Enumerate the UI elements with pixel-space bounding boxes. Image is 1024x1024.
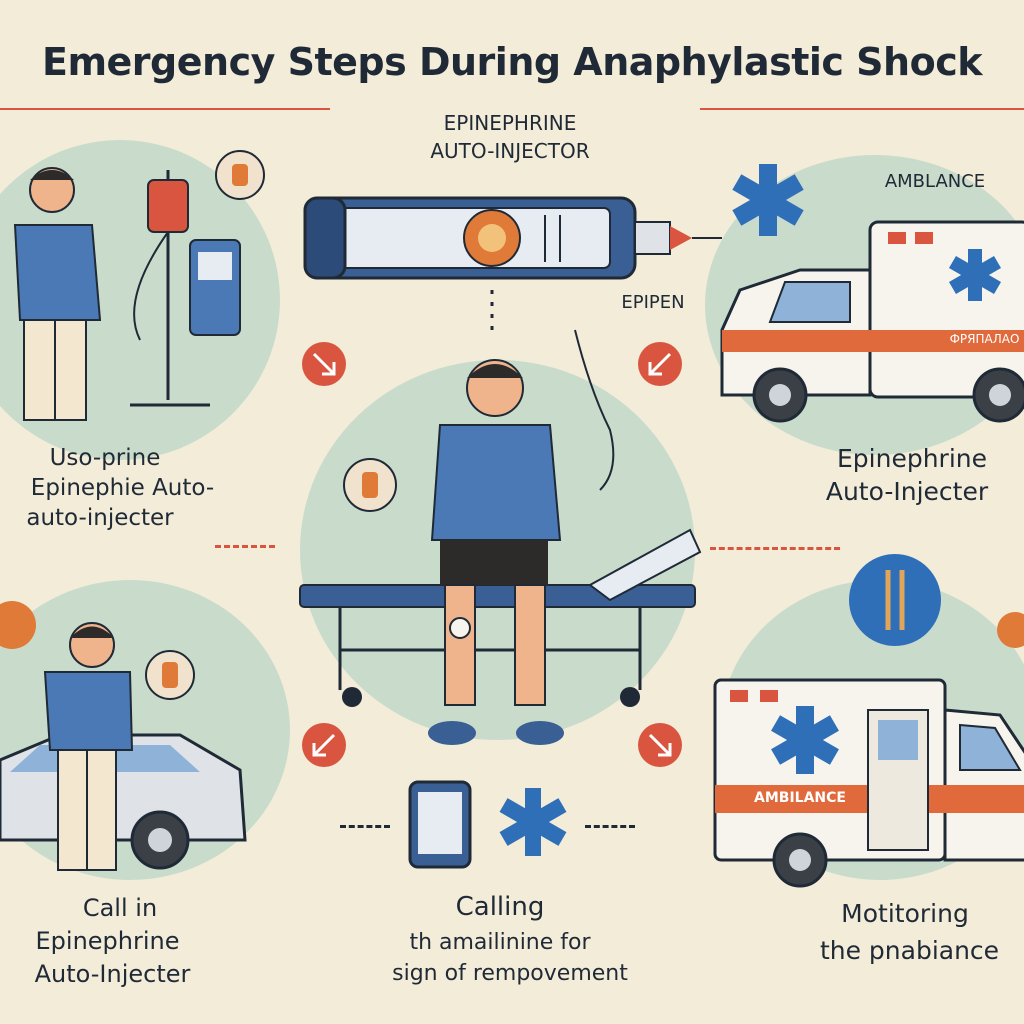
arrow-icon [638,723,682,767]
step-bottom-right-line1: Motitoring [841,899,969,928]
ambulance-top-label: AMBLANCE [884,171,986,192]
star-of-life-icon [499,788,567,856]
ambulance-bottom-side-text: AMBILANCE [754,790,846,806]
circle-top-right [705,155,1024,455]
step-bottom-center-line1: Calling [455,892,545,922]
epipen-side-label: EPIPEN [621,292,685,313]
phone-icon [408,780,472,869]
title-rule-right [700,108,1024,110]
connector-dash-right [710,547,840,550]
step-bottom-left-line3: Auto-Injecter [34,960,191,988]
step-bottom-right-line2: the pnabiance [819,936,1000,965]
title-rule-left [0,108,330,110]
circle-top-left [0,140,280,460]
arrow-icon [638,342,682,386]
step-bottom-center-line3: sign of rempovement [392,961,628,986]
step-top-left-line2: Epinephie Auto- [30,475,215,501]
circle-bottom-right [720,580,1024,880]
autoinjector-heading-line2: AUTO-INJECTOR [430,139,590,163]
step-top-right-line2: Auto-Injecter [825,477,989,506]
epipen-illustration [303,196,722,280]
connector-dash-left [215,545,275,548]
arrow-icon [302,723,346,767]
circle-bottom-left [0,580,290,880]
step-top-right-line1: Epinephrine [837,444,987,473]
page-title: Emergency Steps During Anaphylastic Shoc… [41,40,983,84]
connector-dash-bottom-left [340,825,390,828]
connector-dash-bottom-right [585,825,635,828]
step-bottom-center-line2: th amailinine for [409,930,591,955]
ambulance-top-side-text: ФРЯПАЛАО [949,333,1020,346]
step-top-left-line1: Uso-prine [49,445,161,471]
arrow-icon [302,342,346,386]
step-bottom-left-line2: Epinephrine [35,927,180,955]
step-bottom-left-line1: Call in [82,894,158,922]
step-top-left-line3: auto-injecter [26,505,174,531]
circle-center [300,360,695,740]
autoinjector-heading-line1: EPINEPHRINE [443,111,577,135]
